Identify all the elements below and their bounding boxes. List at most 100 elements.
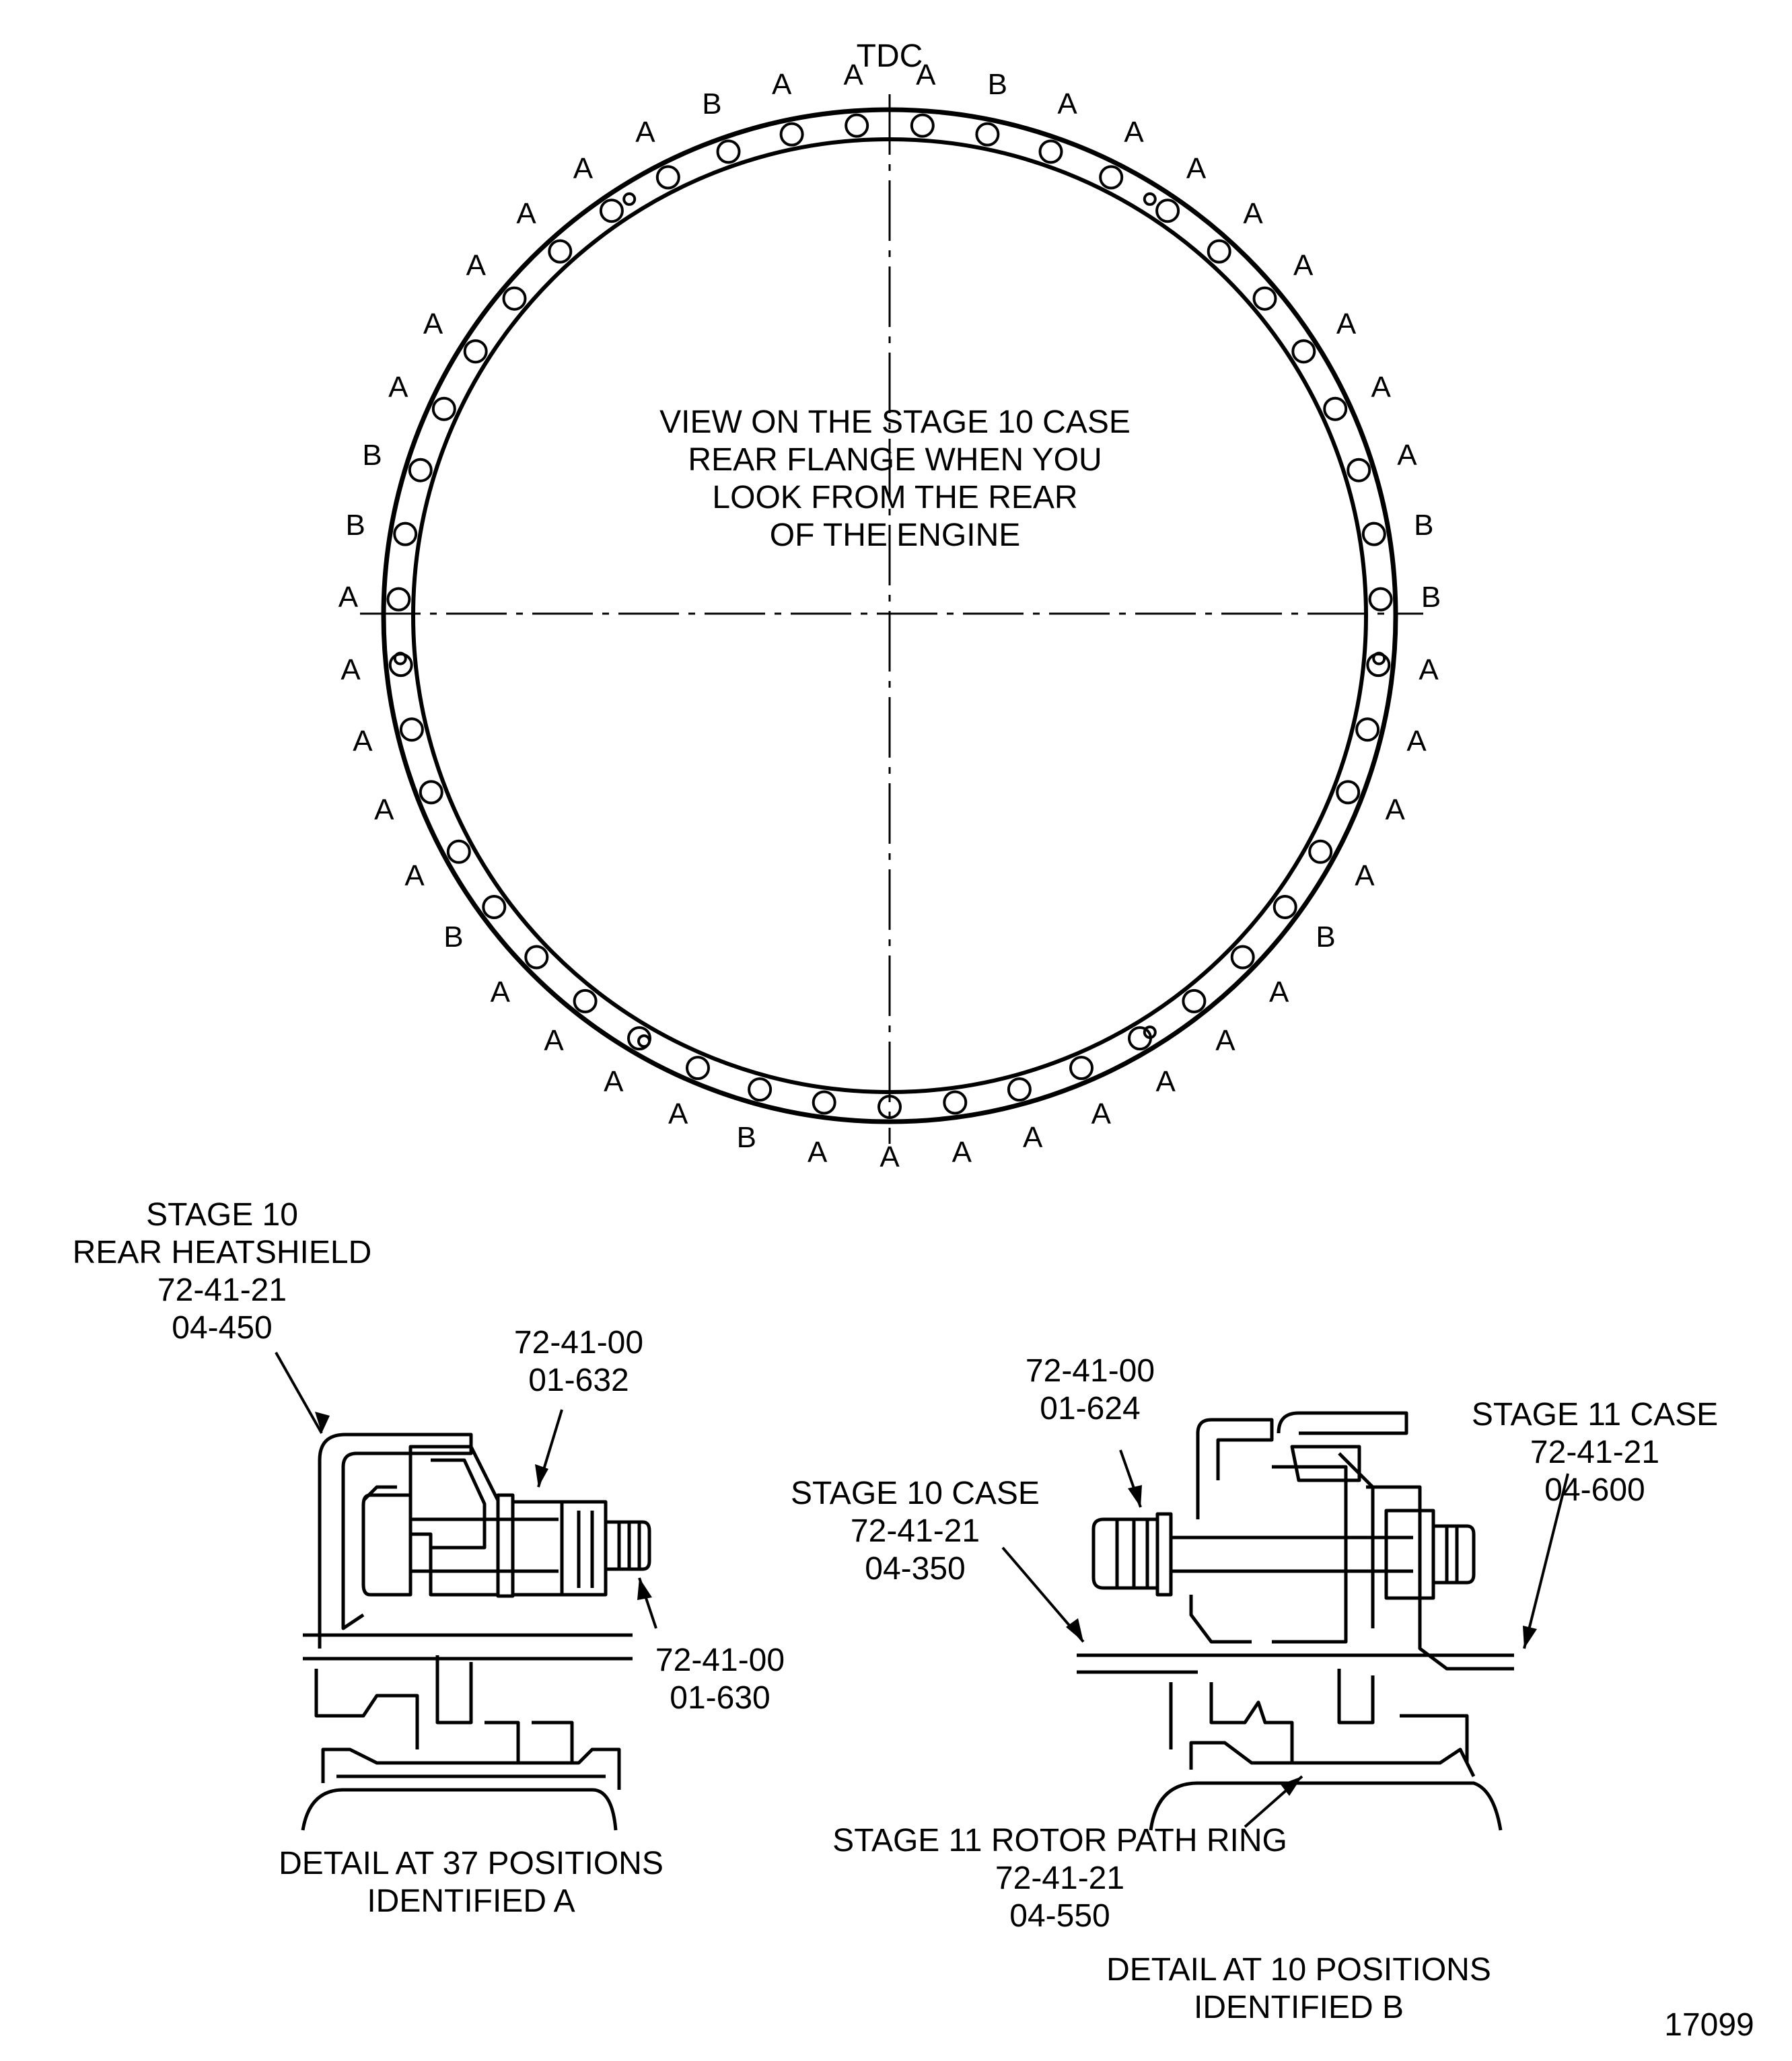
callout-line: 04-350 bbox=[865, 1551, 966, 1587]
detail-b-spacer bbox=[1272, 1465, 1348, 1644]
bolt-hole bbox=[975, 122, 1000, 147]
stage11-flange-upper bbox=[1277, 1411, 1408, 1435]
bolt-hole bbox=[1355, 717, 1380, 742]
callout-line: 72-41-21 bbox=[1530, 1435, 1660, 1470]
view-text-line: VIEW ON THE STAGE 10 CASE bbox=[659, 404, 1131, 440]
position-label: B bbox=[702, 87, 722, 120]
arrowhead bbox=[637, 1578, 652, 1600]
bolt-hole bbox=[1230, 945, 1255, 970]
bolt-hole bbox=[812, 1090, 836, 1115]
stage11-case-callout: STAGE 11 CASE 72-41-21 04-600 bbox=[1440, 1396, 1750, 1509]
bolt-nut-a bbox=[511, 1500, 608, 1597]
bolt-hole bbox=[716, 139, 741, 164]
heatshield-leader bbox=[275, 1352, 323, 1434]
bolt-hole bbox=[573, 988, 598, 1013]
position-label: A bbox=[353, 724, 373, 758]
bolt-hole-group bbox=[386, 113, 1393, 1119]
caption-line: DETAIL AT 10 POSITIONS bbox=[1106, 1952, 1491, 1988]
locating-hole bbox=[1372, 651, 1386, 665]
position-label: A bbox=[338, 581, 359, 614]
locating-hole bbox=[622, 192, 637, 206]
bolt-hole bbox=[1155, 198, 1180, 223]
position-label: A bbox=[1023, 1121, 1043, 1155]
caption-line: IDENTIFIED A bbox=[367, 1883, 575, 1919]
bolt-hole bbox=[548, 239, 573, 264]
position-label: B bbox=[345, 509, 365, 542]
bolt-hole bbox=[845, 113, 869, 138]
bolt-hole bbox=[1368, 587, 1393, 612]
rotor-drum-b bbox=[1149, 1781, 1503, 1831]
stage10-case-body bbox=[1189, 1595, 1252, 1644]
callout-line: 01-624 bbox=[1040, 1391, 1141, 1426]
position-label: B bbox=[1414, 509, 1434, 542]
nut-630-callout: 72-41-00 01-630 bbox=[633, 1642, 808, 1717]
position-label: A bbox=[1371, 371, 1391, 404]
position-label: A bbox=[1355, 859, 1375, 892]
flange-clamp-inner bbox=[431, 1458, 487, 1550]
bolt-hole bbox=[386, 587, 411, 612]
position-label: A bbox=[374, 793, 394, 827]
position-label: A bbox=[573, 152, 594, 186]
position-label: A bbox=[772, 68, 792, 102]
bolt-hole bbox=[1336, 780, 1361, 805]
callout-line: STAGE 11 CASE bbox=[1471, 1397, 1719, 1433]
bolt-hole bbox=[524, 945, 549, 970]
bolt-thread-marks bbox=[617, 1522, 641, 1569]
position-label: B bbox=[1421, 581, 1441, 614]
callout-line: 72-41-00 bbox=[513, 1325, 644, 1361]
figure-number: 17099 bbox=[1664, 2007, 1754, 2043]
detail-b-bolt-head bbox=[1091, 1517, 1159, 1590]
position-label: A bbox=[1419, 653, 1439, 686]
callout-line: STAGE 11 ROTOR PATH RING bbox=[832, 1823, 1287, 1858]
position-label: A bbox=[1385, 793, 1405, 827]
view-text-line: LOOK FROM THE REAR bbox=[712, 480, 1078, 515]
nut-splines bbox=[560, 1502, 594, 1595]
position-label: A bbox=[1406, 724, 1427, 758]
bolt-hole bbox=[748, 1077, 773, 1102]
detail-drawings bbox=[275, 1352, 1569, 1831]
stage11-case bbox=[1366, 1485, 1514, 1671]
callout-line: REAR HEATSHIELD bbox=[72, 1235, 372, 1270]
position-label: A bbox=[1155, 1064, 1176, 1098]
bolt-thread-end bbox=[606, 1520, 651, 1571]
bolt-hole bbox=[1182, 988, 1207, 1013]
bolt-hole bbox=[779, 122, 804, 147]
bolt-hole bbox=[1252, 286, 1277, 311]
detail-b-bolt-shank bbox=[1171, 1535, 1413, 1573]
position-label: B bbox=[1316, 920, 1336, 953]
bolt-hole bbox=[393, 521, 418, 546]
bolt-632-callout: 72-41-00 01-632 bbox=[491, 1324, 666, 1400]
callout-line: 01-632 bbox=[528, 1363, 629, 1398]
ring-view-text: VIEW ON THE STAGE 10 CASE REAR FLANGE WH… bbox=[592, 404, 1198, 554]
position-label: A bbox=[1269, 975, 1289, 1009]
rear-heatshield bbox=[318, 1433, 473, 1649]
bolt-hole bbox=[446, 839, 471, 864]
washer-b bbox=[1155, 1512, 1173, 1597]
stage10-case-flange bbox=[1196, 1418, 1274, 1519]
bolt-hole bbox=[1323, 396, 1348, 421]
bolt-hole bbox=[1347, 458, 1371, 482]
callout-line: STAGE 10 bbox=[146, 1197, 298, 1233]
path-ring-b bbox=[1189, 1741, 1476, 1785]
position-label: A bbox=[1397, 438, 1417, 472]
caption-line: IDENTIFIED B bbox=[1193, 1990, 1404, 2025]
position-label: A bbox=[604, 1064, 624, 1098]
callout-line: 72-41-00 bbox=[655, 1642, 785, 1678]
callout-line: 04-600 bbox=[1544, 1472, 1645, 1508]
locating-hole bbox=[637, 1034, 651, 1048]
callout-line: 04-550 bbox=[1009, 1898, 1110, 1934]
position-label: A bbox=[404, 859, 425, 892]
callout-line: 72-41-21 bbox=[995, 1860, 1125, 1896]
position-label: A bbox=[1293, 249, 1314, 283]
leader-arrowheads bbox=[315, 1412, 1537, 1796]
bolt-hole bbox=[399, 717, 424, 742]
position-label: A bbox=[1091, 1097, 1111, 1131]
bolt-hole bbox=[431, 396, 456, 421]
position-label: A bbox=[1124, 115, 1144, 149]
bolt-hole bbox=[1007, 1077, 1032, 1102]
position-label: A bbox=[668, 1097, 688, 1131]
callout-line: 72-41-21 bbox=[850, 1513, 980, 1549]
position-label: A bbox=[490, 975, 510, 1009]
bolt-hole bbox=[1038, 139, 1063, 164]
position-label: A bbox=[1186, 152, 1207, 186]
